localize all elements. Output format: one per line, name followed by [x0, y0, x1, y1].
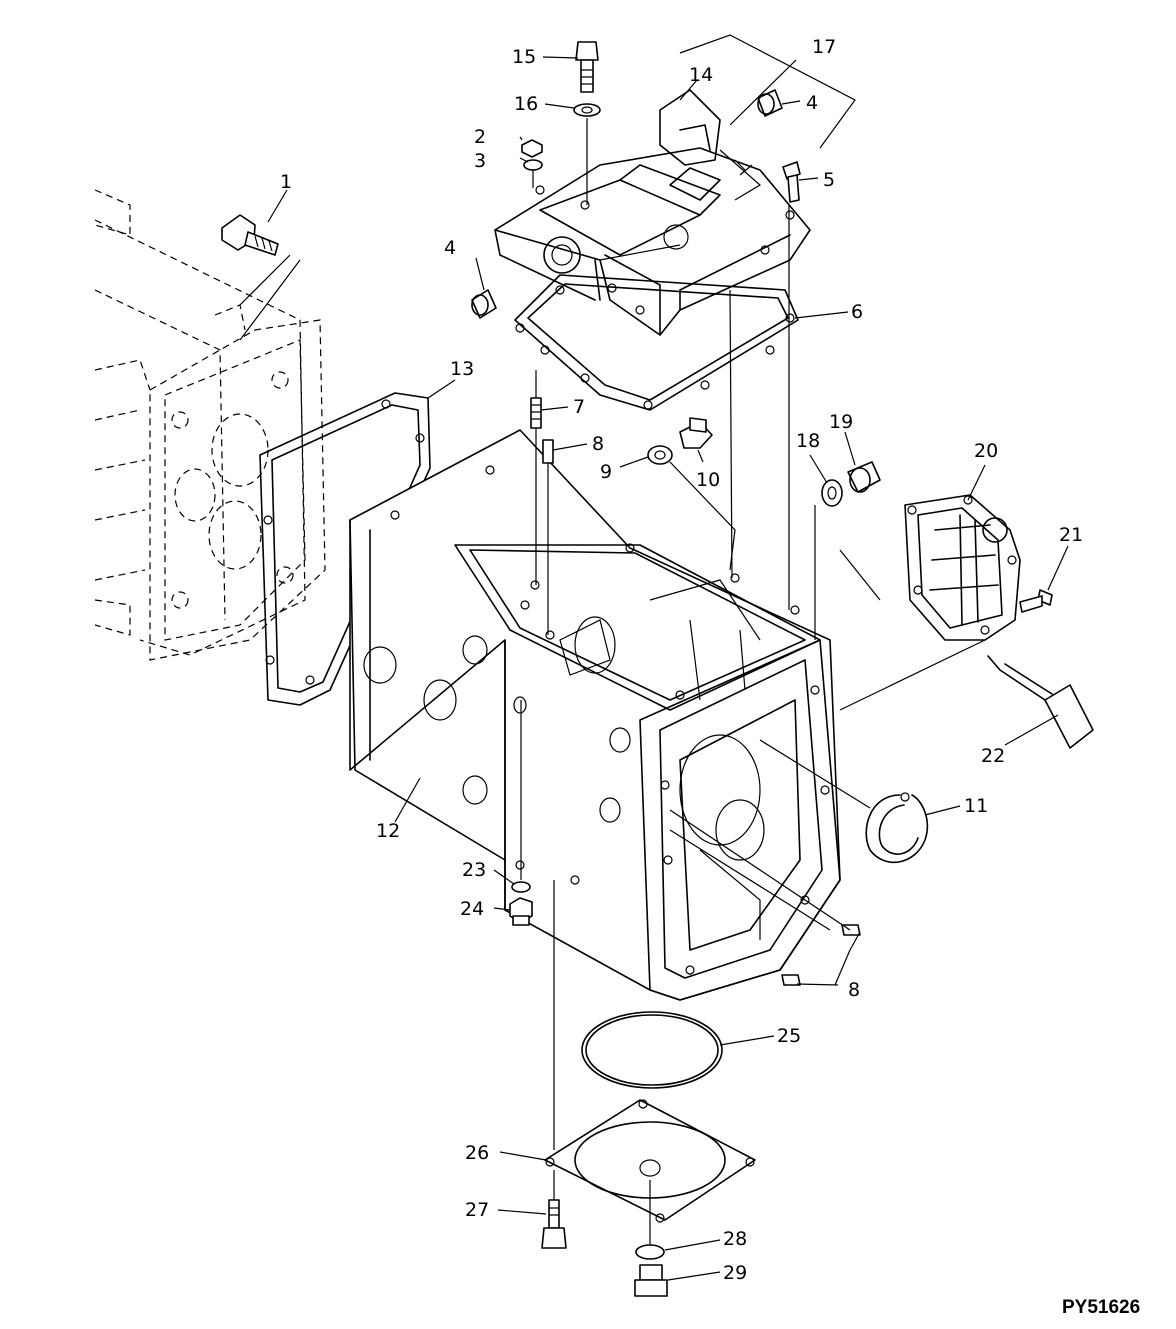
callout-label: 13 [450, 358, 474, 380]
callout-label: 23 [462, 859, 486, 881]
assembly-lines [239, 118, 986, 1245]
transmission-case-12 [349, 429, 841, 1001]
callout-label: 1 [280, 171, 292, 193]
callout-label: 12 [376, 820, 400, 842]
hydraulic-lift-cover-17 [494, 89, 811, 336]
callout-label: 8 [848, 979, 860, 1001]
gasket-6 [514, 274, 799, 411]
callout-label: 4 [806, 92, 818, 114]
side-cover-20 [904, 494, 1021, 641]
callout-label: 17 [812, 36, 836, 58]
callout-label: 9 [600, 461, 612, 483]
callout-label: 6 [851, 301, 863, 323]
callout-label: 28 [723, 1228, 747, 1250]
callout-label: 21 [1059, 524, 1083, 546]
callout-label: 24 [460, 898, 484, 920]
figure-id: PY51626 [1062, 1297, 1140, 1318]
callout-label: 25 [777, 1025, 801, 1047]
callout-label: 5 [823, 169, 835, 191]
fasteners [221, 41, 1094, 1297]
callout-label: 10 [696, 469, 720, 491]
callout-label: 2 [474, 126, 486, 148]
callout-label: 14 [689, 64, 713, 86]
callout-label: 18 [796, 430, 820, 452]
callout-label: 19 [829, 411, 853, 433]
callout-label: 22 [981, 745, 1005, 767]
callout-label: 20 [974, 440, 998, 462]
leader-lines [239, 34, 1069, 1281]
callout-label: 7 [573, 396, 585, 418]
callout-labels: 1 2 3 4 4 5 6 7 8 8 9 10 11 12 13 14 15 … [280, 36, 1083, 1284]
callout-label: 11 [964, 795, 988, 817]
callout-label: 15 [512, 46, 536, 68]
callout-label: 27 [465, 1199, 489, 1221]
callout-label: 3 [474, 150, 486, 172]
callout-label: 4 [444, 237, 456, 259]
engine-block-dashed [94, 189, 326, 661]
callout-label: 16 [514, 93, 538, 115]
callout-label: 8 [592, 433, 604, 455]
callout-label: 26 [465, 1142, 489, 1164]
callout-label: 29 [723, 1262, 747, 1284]
